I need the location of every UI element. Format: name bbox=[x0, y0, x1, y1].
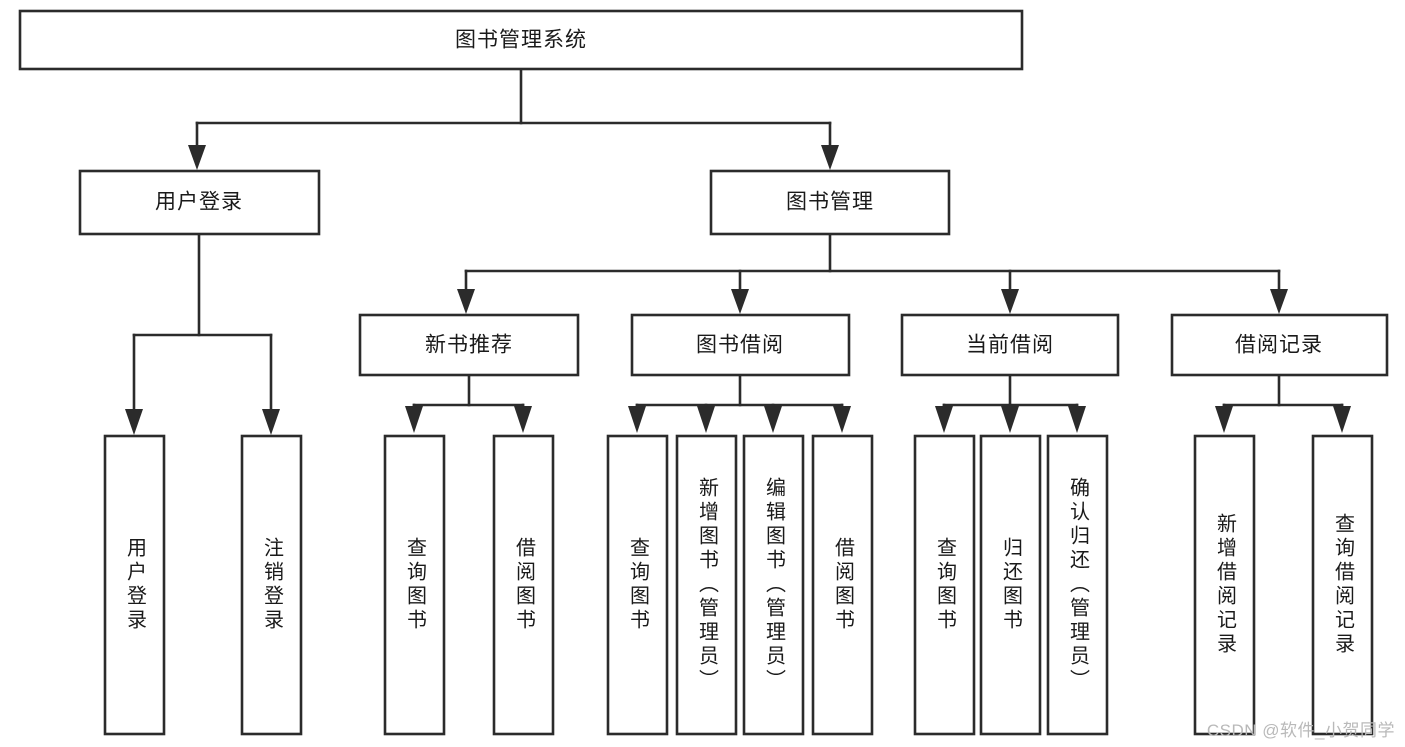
arrow-book-borrow bbox=[731, 289, 749, 314]
arrow-leaf-br-2 bbox=[1333, 406, 1351, 433]
node-leaf-query-book-bb[interactable] bbox=[606, 434, 669, 736]
connector-group-user-login bbox=[125, 232, 280, 435]
connector-group-book-mgmt bbox=[457, 232, 1288, 314]
arrow-leaf-cb-3 bbox=[1068, 406, 1086, 433]
node-leaf-query-book-nbr[interactable] bbox=[383, 434, 446, 736]
node-leaf-user-login[interactable] bbox=[103, 434, 166, 736]
node-book-management[interactable] bbox=[709, 169, 951, 236]
node-leaf-query-borrow-record[interactable] bbox=[1311, 434, 1374, 736]
node-leaf-logout-login[interactable] bbox=[240, 434, 303, 736]
arrow-leaf-logout bbox=[262, 409, 280, 435]
node-current-borrow-label: 当前借阅 bbox=[966, 334, 1054, 357]
arrow-leaf-cb-2 bbox=[1001, 406, 1019, 433]
connector-group-new-book-recommend bbox=[405, 373, 532, 433]
node-book-management-label: 图书管理 bbox=[786, 191, 874, 214]
arrow-new-book-recommend bbox=[457, 289, 475, 314]
node-new-book-recommend[interactable] bbox=[358, 313, 580, 377]
node-leaf-borrow-book-nbr[interactable] bbox=[492, 434, 555, 736]
node-leaf-borrow-book-bb[interactable] bbox=[811, 434, 874, 736]
arrow-leaf-user-login bbox=[125, 409, 143, 435]
node-root-book-management-system[interactable] bbox=[18, 9, 1024, 71]
node-leaf-add-borrow-record[interactable] bbox=[1193, 434, 1256, 736]
arrow-leaf-bb-2 bbox=[697, 406, 715, 433]
node-leaf-confirm-return-admin[interactable] bbox=[1046, 434, 1109, 736]
node-leaf-query-book-cb[interactable] bbox=[913, 434, 976, 736]
node-current-borrow[interactable] bbox=[900, 313, 1120, 377]
arrow-leaf-bb-4 bbox=[833, 406, 851, 433]
node-user-login[interactable] bbox=[78, 169, 321, 236]
arrow-leaf-nbr-2 bbox=[514, 406, 532, 433]
node-book-borrow-label: 图书借阅 bbox=[696, 334, 784, 357]
node-leaf-return-book[interactable] bbox=[979, 434, 1042, 736]
arrow-leaf-nbr-1 bbox=[405, 406, 423, 433]
arrow-user-login bbox=[188, 145, 206, 170]
arrow-leaf-br-1 bbox=[1215, 406, 1233, 433]
watermark-text: CSDN @软件_小贺同学 bbox=[1206, 721, 1395, 740]
connector-group-book-borrow bbox=[628, 373, 851, 433]
arrow-leaf-bb-1 bbox=[628, 406, 646, 433]
node-borrow-record-label: 借阅记录 bbox=[1235, 334, 1323, 357]
arrow-leaf-bb-3 bbox=[764, 406, 782, 433]
node-borrow-record[interactable] bbox=[1170, 313, 1389, 377]
node-new-book-recommend-label: 新书推荐 bbox=[425, 334, 513, 357]
node-leaf-edit-book-admin[interactable] bbox=[742, 434, 805, 736]
node-leaf-add-book-admin[interactable] bbox=[675, 434, 738, 736]
connector-group-current-borrow bbox=[935, 373, 1086, 433]
arrow-leaf-cb-1 bbox=[935, 406, 953, 433]
connector-group-borrow-record bbox=[1215, 373, 1351, 433]
connector-group-root bbox=[188, 68, 839, 170]
node-root-label: 图书管理系统 bbox=[455, 29, 587, 52]
arrow-current-borrow bbox=[1001, 289, 1019, 314]
arrow-borrow-record bbox=[1270, 289, 1288, 314]
node-book-borrow[interactable] bbox=[630, 313, 851, 377]
arrow-book-mgmt bbox=[821, 145, 839, 170]
node-user-login-label: 用户登录 bbox=[155, 191, 243, 214]
